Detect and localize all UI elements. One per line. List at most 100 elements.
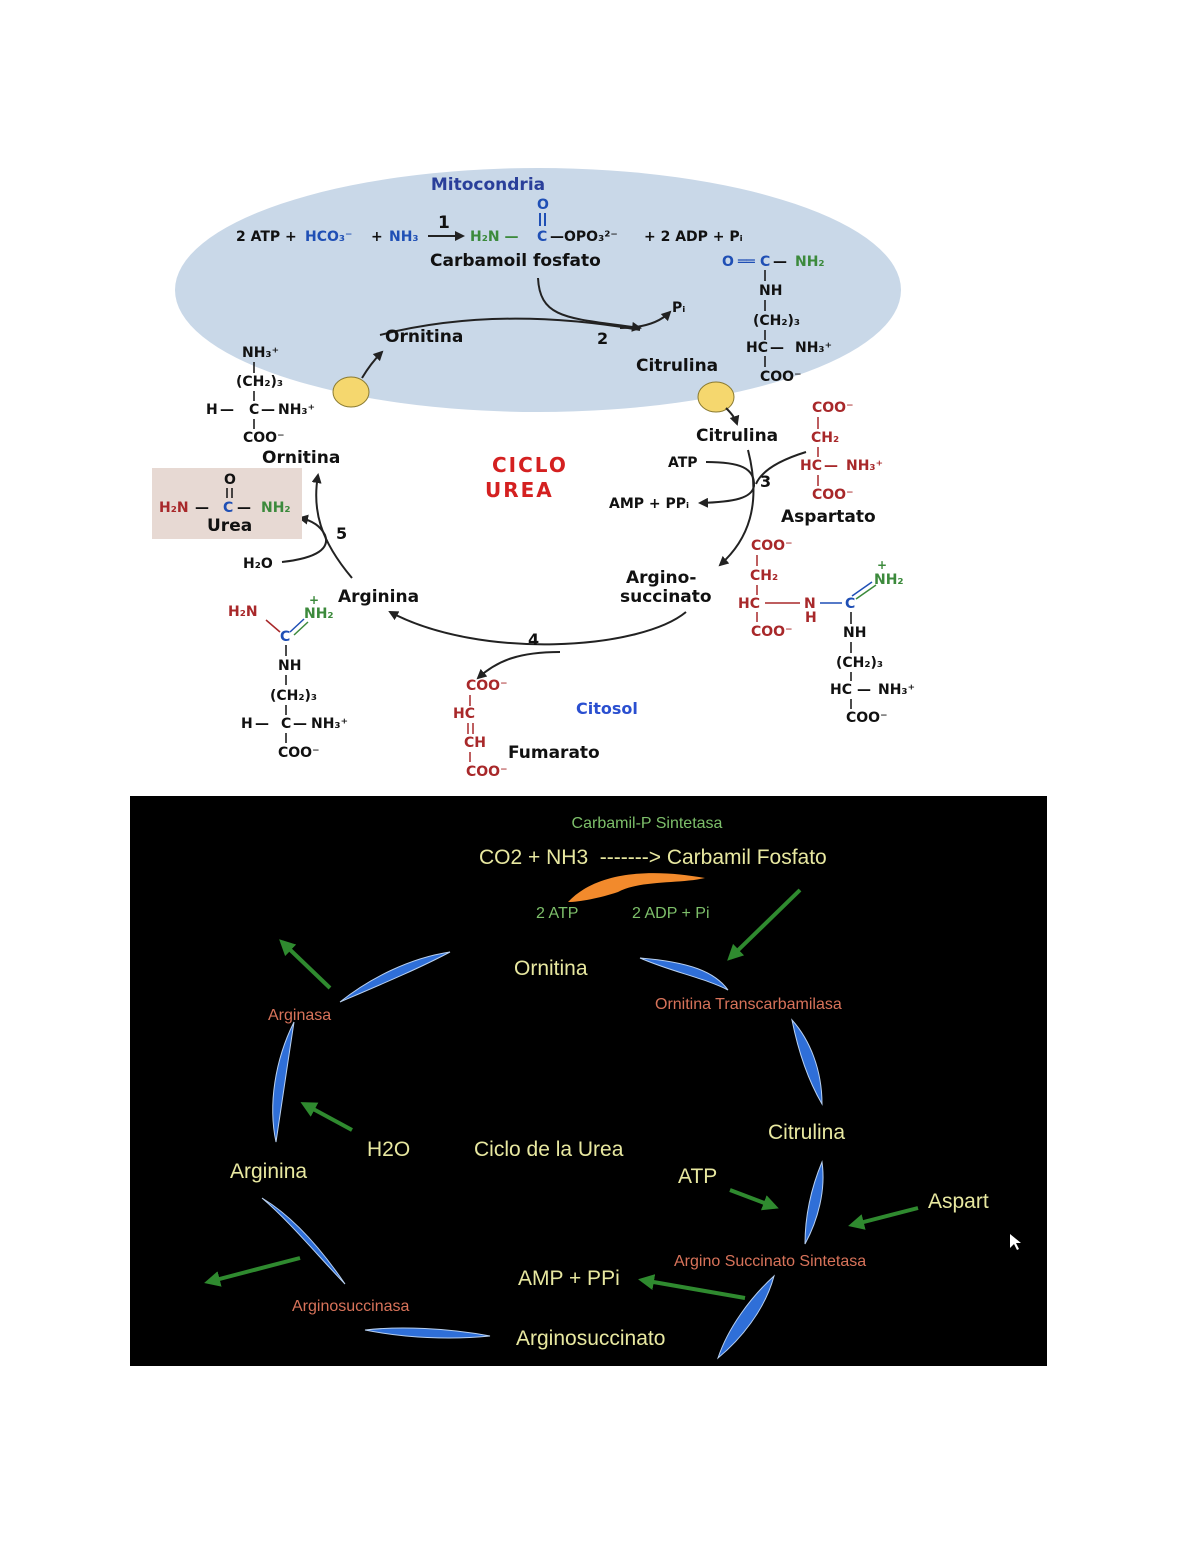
water-label: H₂O (243, 556, 273, 572)
bottom-diagram: Carbamil-P Sintetasa CO2 + NH3 -------> … (130, 796, 1047, 1366)
urea-cycle-title-dark: Ciclo de la Urea (474, 1138, 624, 1161)
cit-nh3: NH₃⁺ (795, 340, 832, 356)
urea-structure: O H₂N — C — NH₂ (159, 472, 291, 516)
aspartate-name: Aspartato (781, 507, 876, 527)
carbamyl-phosphate-in-arrow (727, 888, 802, 961)
asp-ch2: CH₂ (811, 430, 839, 446)
fum-hc: HC (453, 706, 475, 722)
mouse-cursor-icon (1010, 1234, 1021, 1250)
as-coo-bottom: COO⁻ (751, 624, 792, 640)
atp-in-arrow (729, 1188, 779, 1211)
cit-bond2: — (770, 340, 784, 356)
asp-hc: HC (800, 458, 822, 474)
step-4-arrow (388, 611, 687, 646)
as-hc2: HC (830, 682, 852, 698)
arg-nh: NH (278, 658, 301, 674)
urea-name: Urea (207, 516, 252, 536)
cit-o: O (722, 254, 734, 270)
as-n: N (804, 596, 816, 612)
fumarate-name: Fumarato (508, 743, 600, 763)
step-5-label: 5 (336, 524, 347, 543)
orn-h: H (206, 402, 218, 418)
otc-enzyme-label: Ornitina Transcarbamilasa (655, 996, 842, 1013)
citrulline-mito-name: Citrulina (636, 356, 718, 376)
urea-release-arrow (281, 514, 328, 563)
arg-h: H (241, 716, 253, 732)
carbamoyl-carbon: C (537, 229, 547, 245)
urea-bond1: — (195, 500, 209, 516)
amp-out-arrow (638, 1274, 746, 1300)
pi-release-arrow (619, 310, 672, 329)
amp-ppi-label-dark: AMP + PPi (518, 1267, 620, 1290)
argininosuccinate-structure: COO⁻ CH₂ HC N H C + NH₂ COO⁻ NH (CH₂)₃ H… (738, 538, 915, 726)
ornithine-transporter (332, 376, 370, 408)
adp-pi-label: 2 ADP + Pi (632, 905, 710, 922)
cit-ch2: (CH₂)₃ (753, 313, 800, 329)
fum-ch: CH (464, 735, 486, 751)
plus-sign: + (371, 229, 383, 245)
phosphate-group: —OPO₃²⁻ (550, 229, 618, 245)
arg-c2: C (281, 716, 291, 732)
carbamyl-p-synthetase-label: Carbamil-P Sintetasa (572, 815, 723, 832)
orn-bond1: — (220, 402, 234, 418)
atp-reactant: 2 ATP + (236, 229, 297, 245)
fum-coo-top: COO⁻ (466, 678, 507, 694)
as-hc: HC (738, 596, 760, 612)
reaction-1: 2 ATP + HCO₃⁻ + NH₃ 1 H₂N — O C —OPO₃²⁻ … (236, 197, 743, 245)
arginase-to-ornithine-arrow (339, 951, 451, 1003)
citrulline-structure: O ══ C — NH₂ NH (CH₂)₃ HC — NH₃⁺ COO⁻ (722, 254, 832, 385)
as-c: C (845, 596, 855, 612)
ass-to-argsucc-arrow (716, 1274, 775, 1360)
fum-coo-bottom: COO⁻ (466, 764, 507, 780)
arginine-structure: H₂N + NH₂ C NH (CH₂)₃ H — C — NH₃⁺ COO⁻ (228, 593, 348, 761)
aspartate-structure: COO⁻ CH₂ HC — NH₃⁺ COO⁻ (800, 400, 883, 503)
arg-h2n: H₂N (228, 604, 258, 620)
step-2-label: 2 (597, 329, 608, 348)
amp-ppi-label: AMP + PPᵢ (609, 496, 689, 512)
arg-coo: COO⁻ (278, 745, 319, 761)
aspartate-in-arrow-dark (848, 1206, 919, 1230)
mitochondria-label: Mitocondria (431, 175, 545, 195)
cycle-title-2: UREA (485, 478, 554, 502)
asp-coo-bottom: COO⁻ (812, 487, 853, 503)
water-in-arrow (300, 1102, 353, 1132)
orn-ch2: (CH₂)₃ (236, 374, 283, 390)
arginine-label-dark: Arginina (230, 1160, 307, 1183)
atp-label: ATP (668, 455, 698, 471)
as-coo-top: COO⁻ (751, 538, 792, 554)
arginine-name: Arginina (338, 587, 419, 607)
atp-consumption-arrow (568, 873, 705, 902)
as-nh2: NH₂ (874, 572, 904, 588)
asp-nh3: NH₃⁺ (846, 458, 883, 474)
argininosuccinase-label: Arginosuccinasa (292, 1298, 410, 1315)
citrulline-export-arrow (725, 407, 740, 426)
asp-coo-top: COO⁻ (812, 400, 853, 416)
carbamoyl-oxygen: O (537, 197, 549, 213)
urea-out-arrow (279, 939, 332, 990)
arg-bond2: — (293, 716, 307, 732)
aspartate-label-dark: Aspart (928, 1190, 989, 1213)
cit-c: C (760, 254, 770, 270)
urea-bond2: — (237, 500, 251, 516)
atp-amp-arrow (698, 461, 756, 508)
aspartate-in-arrow (755, 451, 807, 485)
arg-c: C (280, 629, 290, 645)
orn-c: C (249, 402, 259, 418)
arg-ch2: (CH₂)₃ (270, 688, 317, 704)
asp-bond: — (824, 458, 838, 474)
step-5-arrow (311, 473, 353, 579)
as-h: H (805, 610, 817, 626)
step-1-label: 1 (438, 213, 450, 233)
as-nh: NH (843, 625, 866, 641)
arg-nh3: NH₃⁺ (311, 716, 348, 732)
ornithine-to-citrulline-arrow (639, 957, 729, 991)
otc-arrow (791, 1018, 823, 1106)
ornithine-cyto-name: Ornitina (262, 448, 340, 468)
ornithine-import-arrow (361, 350, 384, 379)
arginase-label: Arginasa (268, 1007, 331, 1024)
ornithine-label-dark: Ornitina (514, 957, 588, 980)
step-3-label: 3 (760, 472, 771, 491)
as-nh3: NH₃⁺ (878, 682, 915, 698)
argsucc-to-lyase-arrow (364, 1327, 491, 1339)
